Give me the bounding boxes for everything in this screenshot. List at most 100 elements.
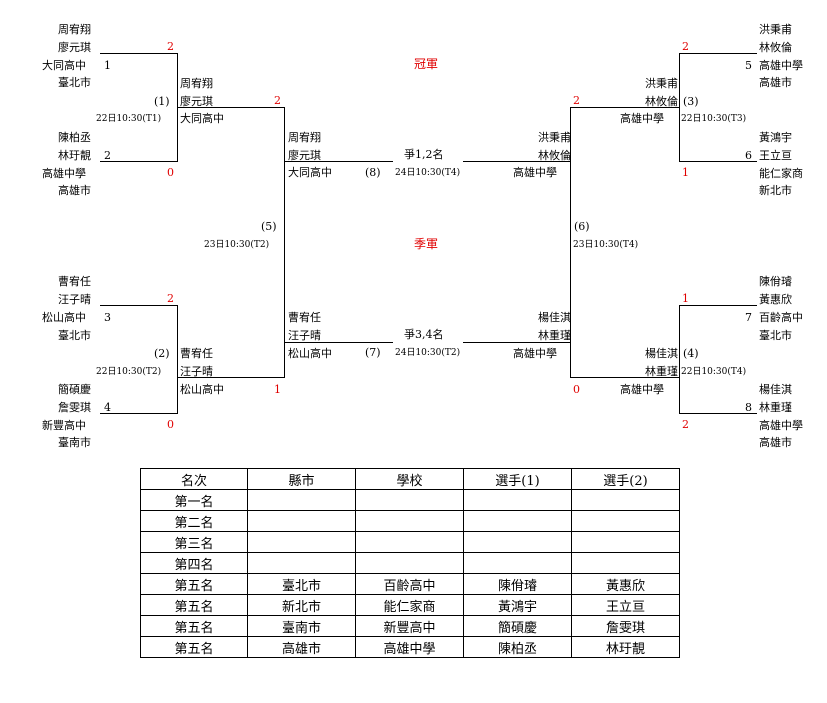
loser-player-1: 曹宥任 — [288, 311, 321, 324]
winner-school: 松山高中 — [180, 383, 224, 396]
game-score: 2 — [573, 94, 580, 107]
table-cell — [571, 552, 680, 574]
team-player-2: 詹雯琪 — [58, 401, 91, 414]
winner-school: 高雄中學 — [513, 166, 557, 179]
team-seed: 5 — [745, 59, 752, 72]
table-cell — [571, 510, 680, 532]
bracket-line — [100, 305, 178, 306]
bracket-line — [679, 305, 680, 413]
team-player-1: 陳佾璿 — [759, 275, 792, 288]
final-game-number: (8) — [365, 166, 381, 179]
table-row: 第一名 — [140, 489, 680, 511]
third-place-time: 24日10:30(T2) — [395, 348, 461, 358]
table-cell: 黃惠欣 — [571, 573, 680, 595]
team-player-2: 汪子晴 — [58, 293, 91, 306]
winner-player-2: 林攸倫 — [538, 149, 571, 162]
team-score: 2 — [167, 40, 174, 53]
bracket-line — [177, 305, 178, 413]
winner-player-1: 楊佳淇 — [645, 347, 678, 360]
game-number: (4) — [683, 347, 699, 360]
table-cell — [571, 531, 680, 553]
team-score: 2 — [167, 292, 174, 305]
team-player-1: 簡碩慶 — [58, 383, 91, 396]
team-city: 新北市 — [759, 184, 792, 197]
bracket-line — [284, 107, 285, 377]
game-number: (6) — [574, 220, 590, 233]
bracket-line — [284, 161, 393, 162]
bracket-line — [177, 107, 285, 108]
game-number: (2) — [154, 347, 170, 360]
table-cell: 第五名 — [140, 594, 248, 616]
loser-school: 松山高中 — [288, 347, 332, 360]
table-row: 第五名 臺北市 百齡高中 陳佾璿 黃惠欣 — [140, 573, 680, 595]
table-cell: 第三名 — [140, 531, 248, 553]
bracket-line — [177, 377, 285, 378]
team-school: 能仁家商 — [759, 167, 803, 180]
team-score: 1 — [682, 166, 689, 179]
bracket-line — [679, 305, 757, 306]
team-player-1: 曹宥任 — [58, 275, 91, 288]
team-score: 0 — [167, 418, 174, 431]
team-score: 0 — [167, 166, 174, 179]
team-player-2: 廖元琪 — [58, 41, 91, 54]
table-cell: 第二名 — [140, 510, 248, 532]
team-school: 百齡高中 — [759, 311, 803, 324]
winner-school: 高雄中學 — [620, 383, 664, 396]
table-cell: 百齡高中 — [355, 573, 464, 595]
team-player-2: 王立亘 — [759, 149, 792, 162]
game-number: (1) — [154, 95, 170, 108]
winner-player-1: 洪秉甫 — [645, 77, 678, 90]
team-player-2: 林攸倫 — [759, 41, 792, 54]
table-cell — [463, 531, 572, 553]
team-city: 臺北市 — [58, 76, 91, 89]
bracket-line — [463, 342, 571, 343]
bracket-line — [100, 413, 178, 414]
table-cell: 高雄中學 — [355, 636, 464, 658]
table-cell — [247, 489, 356, 511]
bracket-line — [570, 377, 680, 378]
game-time: 22日10:30(T2) — [96, 367, 162, 377]
loser-player-2: 林重瑾 — [538, 329, 571, 342]
table-header: 選手(2) — [571, 468, 680, 490]
loser-school: 高雄中學 — [513, 347, 557, 360]
results-table: 名次 縣市 學校 選手(1) 選手(2) 第一名 第二名 第三名 第四名 第五名… — [140, 468, 680, 658]
team-school: 高雄中學 — [42, 167, 86, 180]
winner-player-2: 廖元琪 — [288, 149, 321, 162]
team-seed: 2 — [104, 149, 111, 162]
team-seed: 8 — [745, 401, 752, 414]
team-score: 2 — [682, 40, 689, 53]
team-city: 高雄市 — [759, 436, 792, 449]
team-school: 高雄中學 — [759, 419, 803, 432]
table-cell: 詹雯琪 — [571, 615, 680, 637]
team-player-2: 林玗靚 — [58, 149, 91, 162]
table-cell — [247, 552, 356, 574]
team-seed: 3 — [104, 311, 111, 324]
table-header: 縣市 — [247, 468, 356, 490]
winner-player-1: 洪秉甫 — [538, 131, 571, 144]
winner-player-1: 周宥翔 — [288, 131, 321, 144]
team-player-1: 楊佳淇 — [759, 383, 792, 396]
team-player-2: 黃惠欣 — [759, 293, 792, 306]
team-city: 臺北市 — [759, 329, 792, 342]
table-cell: 黃鴻宇 — [463, 594, 572, 616]
table-cell — [355, 531, 464, 553]
table-cell — [355, 552, 464, 574]
final-label: 爭1,2名 — [404, 148, 444, 161]
table-row: 第五名 高雄市 高雄中學 陳柏丞 林玗靚 — [140, 636, 680, 658]
table-cell: 高雄市 — [247, 636, 356, 658]
team-city: 高雄市 — [759, 76, 792, 89]
table-cell — [463, 510, 572, 532]
third-place-title: 季軍 — [414, 237, 439, 251]
game-number: (3) — [683, 95, 699, 108]
table-cell — [355, 489, 464, 511]
table-cell: 臺南市 — [247, 615, 356, 637]
team-seed: 7 — [745, 311, 752, 324]
loser-player-1: 楊佳淇 — [538, 311, 571, 324]
winner-player-2: 廖元琪 — [180, 95, 213, 108]
winner-school: 大同高中 — [288, 166, 332, 179]
team-seed: 4 — [104, 401, 111, 414]
table-row: 第五名 臺南市 新豐高中 簡碩慶 詹雯琪 — [140, 615, 680, 637]
table-row: 第三名 — [140, 531, 680, 553]
winner-player-1: 曹宥任 — [180, 347, 213, 360]
team-seed: 6 — [745, 149, 752, 162]
